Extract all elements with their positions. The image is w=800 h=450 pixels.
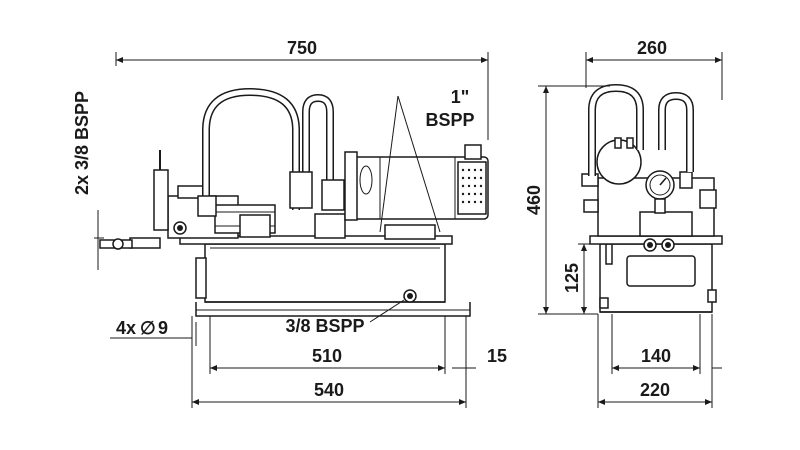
diameter-symbol: ∅ [140,318,156,338]
valve-lever [153,169,169,231]
dim-depth-overall: 260 [637,38,667,58]
port-top-size: 1" [451,87,470,107]
dim-hole-spacing-long: 510 [312,346,342,366]
front-view [581,83,723,313]
dim-height-overall: 460 [524,185,544,215]
port-side-label: 2x 3/8 BSPP [72,91,92,195]
dim-base-length: 540 [314,380,344,400]
dim-width-overall: 750 [287,38,317,58]
drain-port-label: 3/8 BSPP [285,316,364,336]
label-plate [626,255,696,287]
dimensions [94,52,723,408]
dim-base-height: 125 [562,263,582,293]
mount-holes-count: 4x [116,318,136,338]
dim-hole-spacing-short: 140 [641,346,671,366]
dim-base-width: 220 [640,380,670,400]
port-top-thread: BSPP [425,110,474,130]
dim-foot-offset: 15 [487,346,507,366]
side-view [99,87,489,323]
hose-loop-large [202,87,300,210]
mount-hole-diameter: 9 [158,318,168,338]
base-feet [195,302,471,317]
hose-front-right [658,91,694,172]
